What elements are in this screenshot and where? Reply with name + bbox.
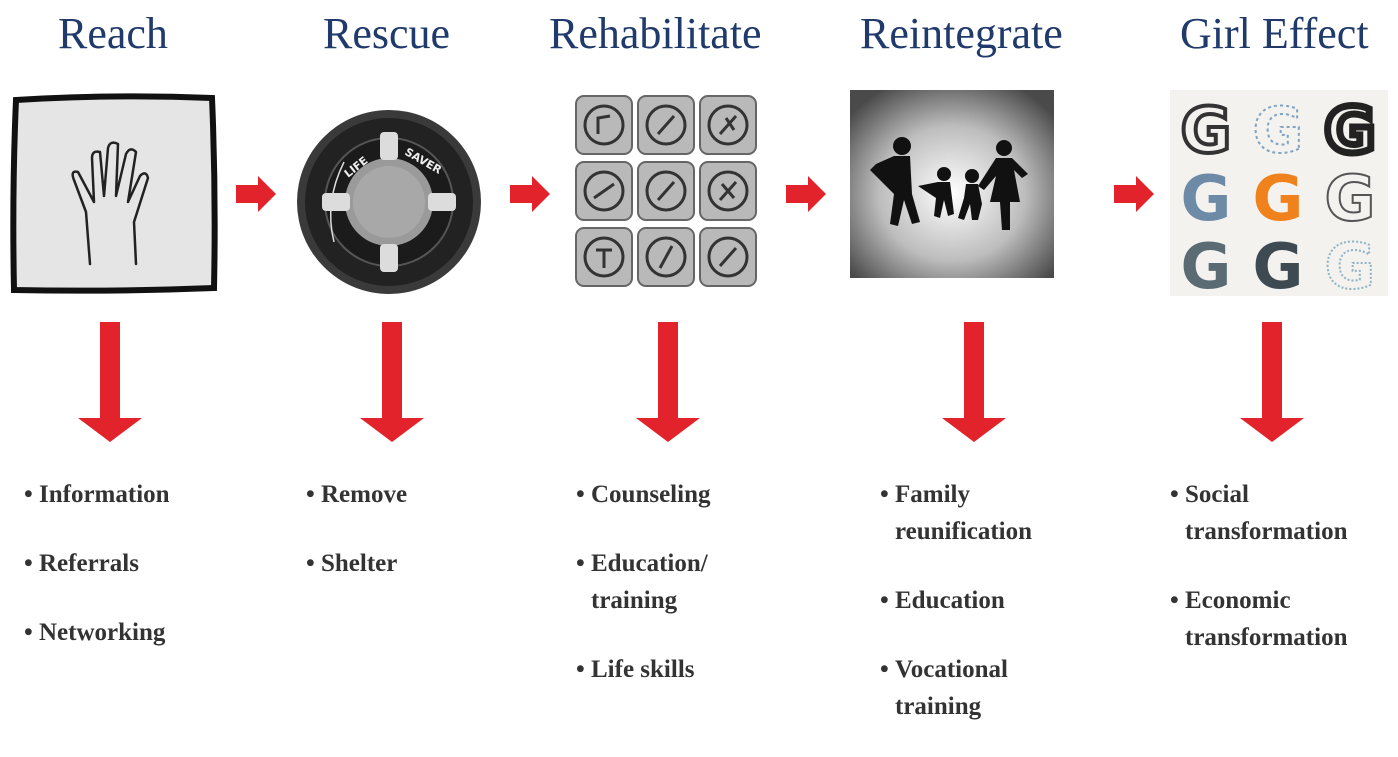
stage-title-girl-effect: Girl Effect <box>1180 9 1369 58</box>
right-arrow-icon <box>236 176 276 212</box>
list-item: Life skills <box>576 651 736 688</box>
list-item: Family reunification <box>880 476 1070 550</box>
life-saver-ring-icon: LIFE SAVER <box>297 110 481 294</box>
svg-text:G: G <box>1181 94 1232 167</box>
list-item: Education/ training <box>576 545 736 619</box>
list-item: Social transformation <box>1170 476 1392 550</box>
down-arrow-icon <box>78 322 142 442</box>
down-arrow-icon <box>1240 322 1304 442</box>
rehabilitate-list: Counseling Education/ training Life skil… <box>576 476 736 720</box>
list-item: Shelter <box>306 545 506 582</box>
stage-title-reintegrate: Reintegrate <box>860 9 1063 58</box>
svg-text:G: G <box>1325 162 1376 235</box>
svg-text:G: G <box>1181 230 1232 296</box>
svg-text:G: G <box>1181 162 1232 235</box>
down-arrow-icon <box>636 322 700 442</box>
tools-grid-icon <box>575 95 757 287</box>
svg-text:G: G <box>1253 94 1304 167</box>
girl-effect-list: Social transformation Economic transform… <box>1170 476 1392 688</box>
list-item: Economic transformation <box>1170 582 1392 656</box>
down-arrow-icon <box>360 322 424 442</box>
list-item: Networking <box>24 614 254 651</box>
list-item: Referrals <box>24 545 254 582</box>
rescue-list: Remove Shelter <box>306 476 506 614</box>
right-arrow-icon <box>786 176 826 212</box>
svg-text:G: G <box>1325 94 1376 167</box>
svg-text:G: G <box>1253 230 1304 296</box>
right-arrow-icon <box>510 176 550 212</box>
reach-list: Information Referrals Networking <box>24 476 254 683</box>
family-silhouette-icon <box>850 90 1054 278</box>
list-item: Education <box>880 582 1070 619</box>
list-item: Information <box>24 476 254 513</box>
list-item: Counseling <box>576 476 736 513</box>
reintegrate-list: Family reunification Education Vocationa… <box>880 476 1070 757</box>
stage-title-reach: Reach <box>58 9 168 58</box>
list-item: Vocational training <box>880 651 1070 725</box>
raised-hand-icon <box>10 93 218 294</box>
right-arrow-icon <box>1114 176 1154 212</box>
stage-title-rescue: Rescue <box>323 9 451 58</box>
svg-text:G: G <box>1325 230 1376 296</box>
down-arrow-icon <box>942 322 1006 442</box>
g-logo-grid-icon: G G G G G G G G G <box>1170 90 1388 296</box>
svg-text:G: G <box>1253 162 1304 235</box>
stage-title-rehabilitate: Rehabilitate <box>549 9 762 58</box>
list-item: Remove <box>306 476 506 513</box>
